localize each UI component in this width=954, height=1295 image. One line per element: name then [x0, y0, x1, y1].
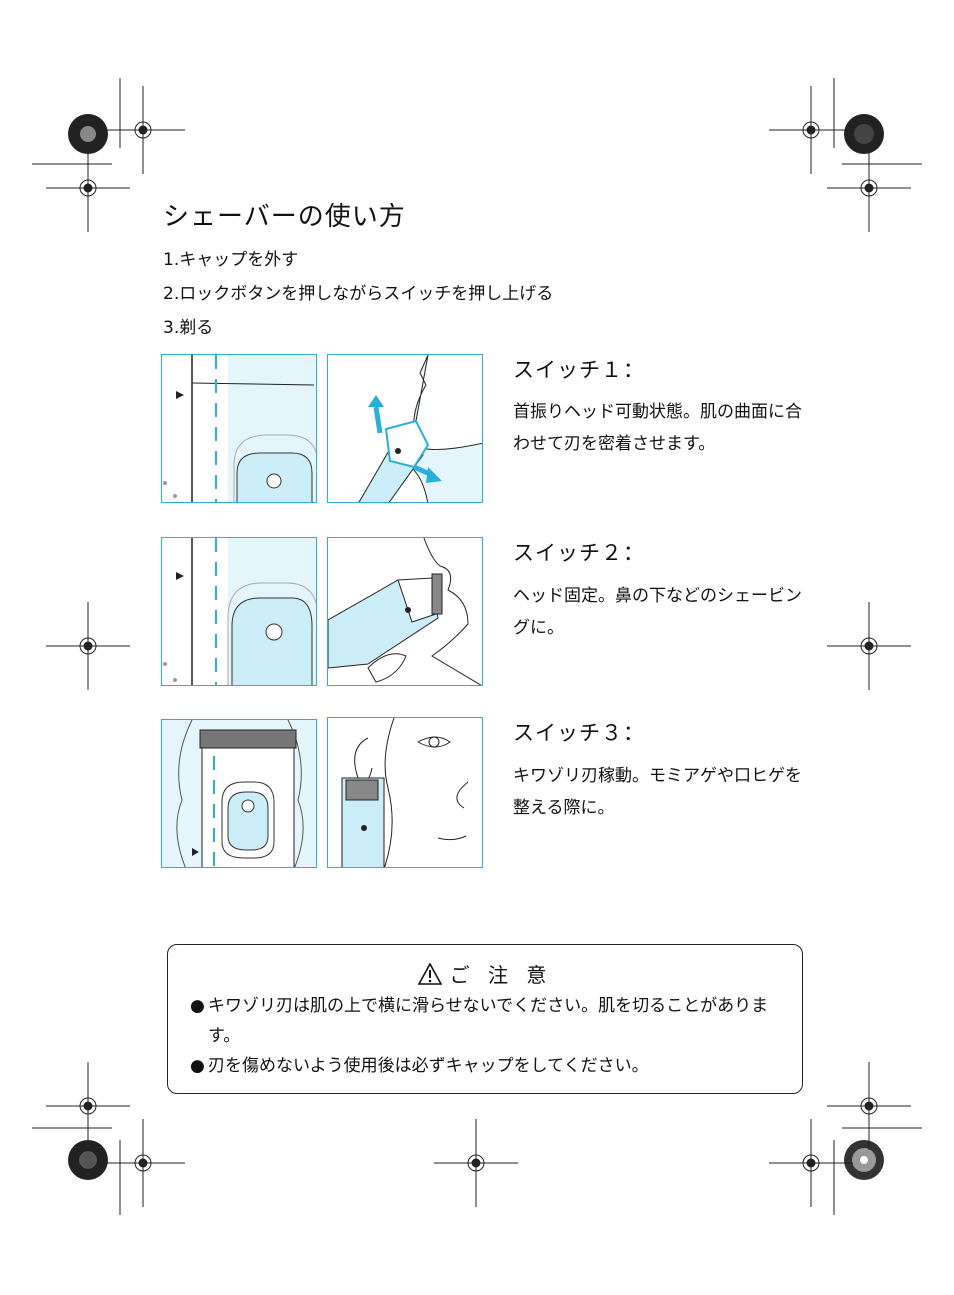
switch-2-title: スイッチ２： [513, 537, 645, 567]
crosshair-mark-icon [101, 1119, 185, 1207]
crosshair-mark-icon [46, 144, 130, 232]
crosshair-mark-icon [769, 86, 853, 174]
switch-3-usage-illustration [327, 717, 483, 868]
switch-2-closeup-illustration [161, 537, 317, 686]
crosshair-mark-icon [46, 602, 130, 690]
warning-icon [418, 963, 442, 990]
switch-1-usage-illustration [327, 354, 483, 503]
starburst-mark-bottom-right [844, 1140, 884, 1180]
crosshair-mark-icon [46, 1062, 130, 1150]
crosshair-mark-icon [101, 86, 185, 174]
switch-2-description: ヘッド固定。鼻の下などのシェービングに。 [513, 580, 813, 644]
caution-list: ●キワゾリ刃は肌の上で横に滑らせないでください。肌を切ることがあります。 ●刃を… [190, 991, 790, 1081]
switch-3-closeup-illustration [161, 719, 317, 868]
bullet-icon: ● [190, 991, 208, 1021]
step-item: 3.剃る [163, 314, 553, 348]
steps-list: 1.キャップを外す 2.ロックボタンを押しながらスイッチを押し上げる 3.剃る [163, 246, 553, 348]
caution-heading: ご 注 意 [168, 959, 802, 990]
caution-item: ●キワゾリ刃は肌の上で横に滑らせないでください。肌を切ることがあります。 [190, 991, 790, 1051]
step-item: 1.キャップを外す [163, 246, 553, 280]
switch-1-description: 首振りヘッド可動状態。肌の曲面に合わせて刃を密着させます。 [513, 396, 813, 460]
page-title: シェーバーの使い方 [163, 196, 406, 233]
crosshair-mark-icon [769, 1119, 853, 1207]
starburst-mark-top-right [844, 114, 884, 154]
switch-1-title: スイッチ１： [513, 354, 645, 384]
switch-1-closeup-illustration [161, 354, 317, 503]
caution-heading-text: ご 注 意 [450, 963, 553, 987]
bullet-icon: ● [190, 1051, 208, 1081]
step-item: 2.ロックボタンを押しながらスイッチを押し上げる [163, 280, 553, 314]
caution-box: ご 注 意 ●キワゾリ刃は肌の上で横に滑らせないでください。肌を切ることがありま… [167, 944, 803, 1094]
crosshair-mark-icon [827, 1062, 911, 1150]
crosshair-mark-icon [827, 144, 911, 232]
arrow-up-icon [368, 395, 384, 407]
switch-3-title: スイッチ３： [513, 717, 645, 747]
switch-2-usage-illustration [327, 537, 483, 686]
switch-3-description: キワゾリ刃稼動。モミアゲや口ヒゲを整える際に。 [513, 760, 813, 824]
crosshair-mark-icon [434, 1119, 518, 1207]
caution-item: ●刃を傷めないよう使用後は必ずキャップをしてください。 [190, 1051, 790, 1081]
crosshair-mark-icon [827, 602, 911, 690]
